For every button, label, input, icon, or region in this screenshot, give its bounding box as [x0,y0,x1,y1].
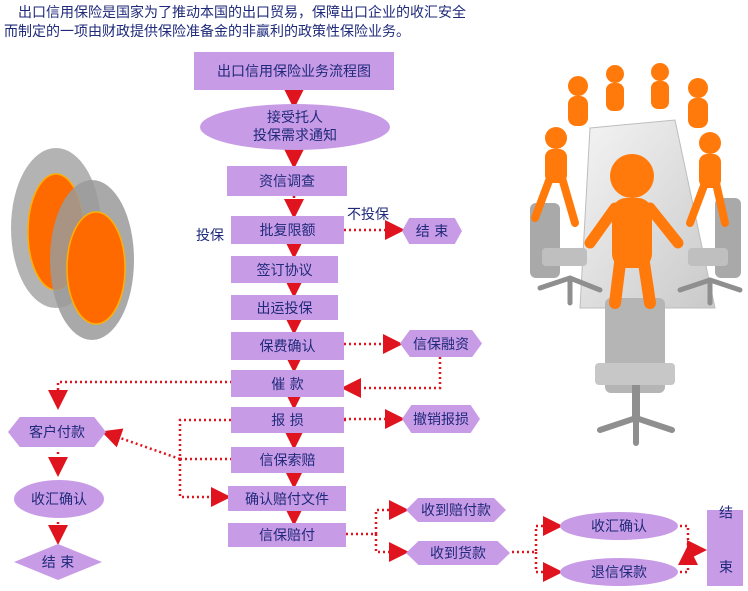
premium-confirm-node: 保费确认 [231,332,344,360]
title-node: 出口信用保险业务流程图 [194,52,394,90]
decorative-ellipses [11,148,134,340]
no-insure-label: 不投保 [347,207,389,223]
report-loss-node: 报 损 [231,407,344,433]
insure-label: 投保 [196,228,224,244]
claim-node: 信保索赔 [231,447,344,473]
credit-finance-node: 信保融资 [400,330,482,357]
end-node-1: 结 束 [402,218,462,244]
insurance-pay-node: 信保赔付 [228,523,346,547]
end-right-node: 结 束 [707,505,743,591]
accept-line2: 投保需求通知 [253,128,337,144]
credit-check-node: 资信调查 [227,166,347,196]
cancel-report-node: 撤销报损 [402,405,480,433]
collection-confirm-right-node: 收汇确认 [560,512,678,540]
client-payment-node: 客户付款 [8,417,106,447]
receive-goods-payment-node: 收到货款 [406,541,510,565]
meeting-illustration [530,63,743,446]
refund-node: 退信保款 [560,558,678,586]
receive-compensation-node: 收到赔付款 [406,498,506,522]
ship-insure-node: 出运投保 [231,295,338,320]
sign-agreement-node: 签订协议 [231,256,338,283]
accept-entrust-node: 接受托人 投保需求通知 [200,104,390,150]
intro-paragraph: 出口信用保险是国家为了推动本国的出口贸易，保障出口企业的收汇安全而制定的一项由财… [4,5,466,40]
accept-line1: 接受托人 [267,110,323,126]
urge-payment-node: 催 款 [231,370,344,397]
collection-confirm-left-node: 收汇确认 [14,480,104,518]
approve-limit-node: 批复限额 [231,216,344,244]
confirm-docs-node: 确认赔付文件 [228,486,346,511]
